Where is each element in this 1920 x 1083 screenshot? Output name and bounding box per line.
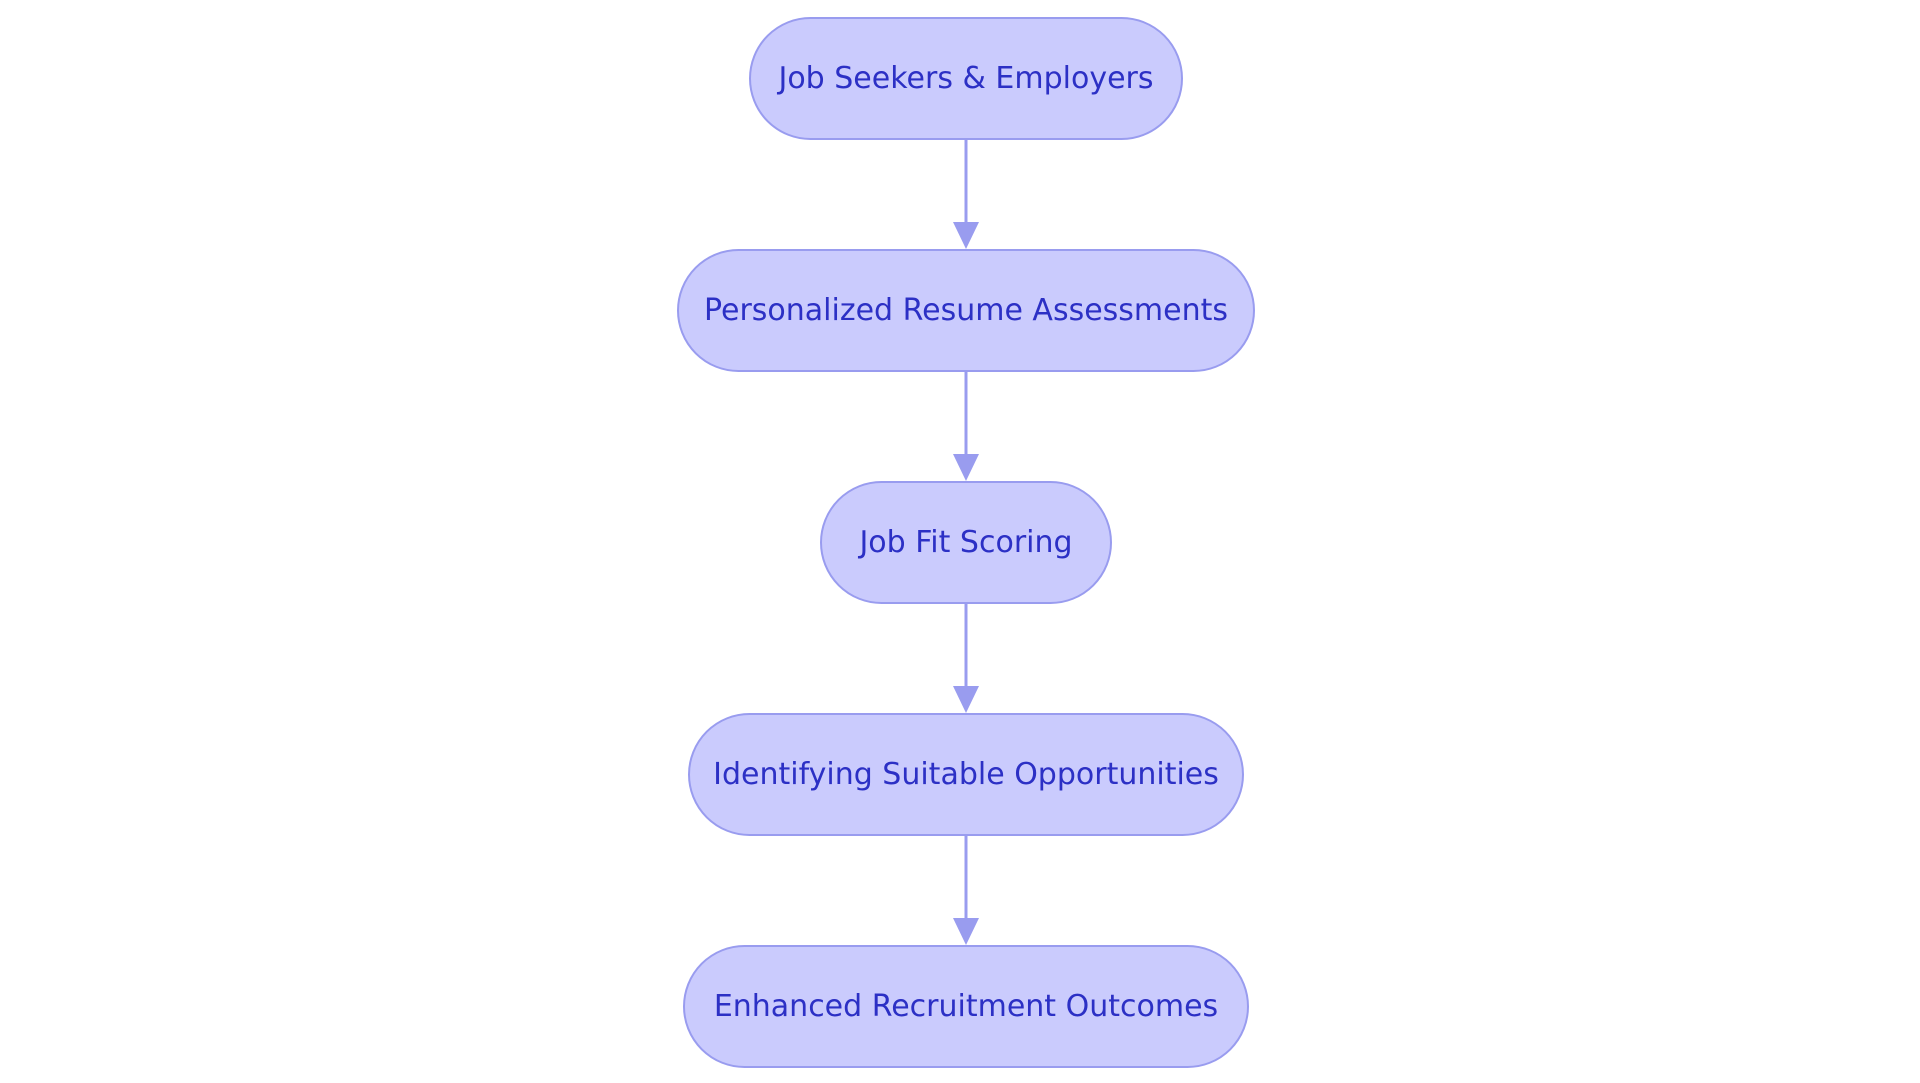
node-label: Identifying Suitable Opportunities xyxy=(713,757,1219,792)
node-label: Job Fit Scoring xyxy=(859,525,1073,560)
arrowhead-icon xyxy=(953,918,979,945)
node-label: Enhanced Recruitment Outcomes xyxy=(713,989,1219,1024)
edge-3 xyxy=(953,604,979,713)
node-personalized-resume-assessments: Personalized Resume Assessments xyxy=(677,249,1255,372)
node-job-fit-scoring: Job Fit Scoring xyxy=(820,481,1112,604)
node-label: Job Seekers & Employers xyxy=(778,61,1154,96)
arrowhead-icon xyxy=(953,686,979,713)
node-identifying-suitable-opportunities: Identifying Suitable Opportunities xyxy=(688,713,1244,836)
node-job-seekers-employers: Job Seekers & Employers xyxy=(749,17,1183,140)
node-label: Personalized Resume Assessments xyxy=(703,293,1229,328)
edge-2 xyxy=(953,372,979,481)
arrowhead-icon xyxy=(953,222,979,249)
arrowhead-icon xyxy=(953,454,979,481)
edge-1 xyxy=(953,140,979,249)
edge-4 xyxy=(953,836,979,945)
node-enhanced-recruitment-outcomes: Enhanced Recruitment Outcomes xyxy=(683,945,1249,1068)
